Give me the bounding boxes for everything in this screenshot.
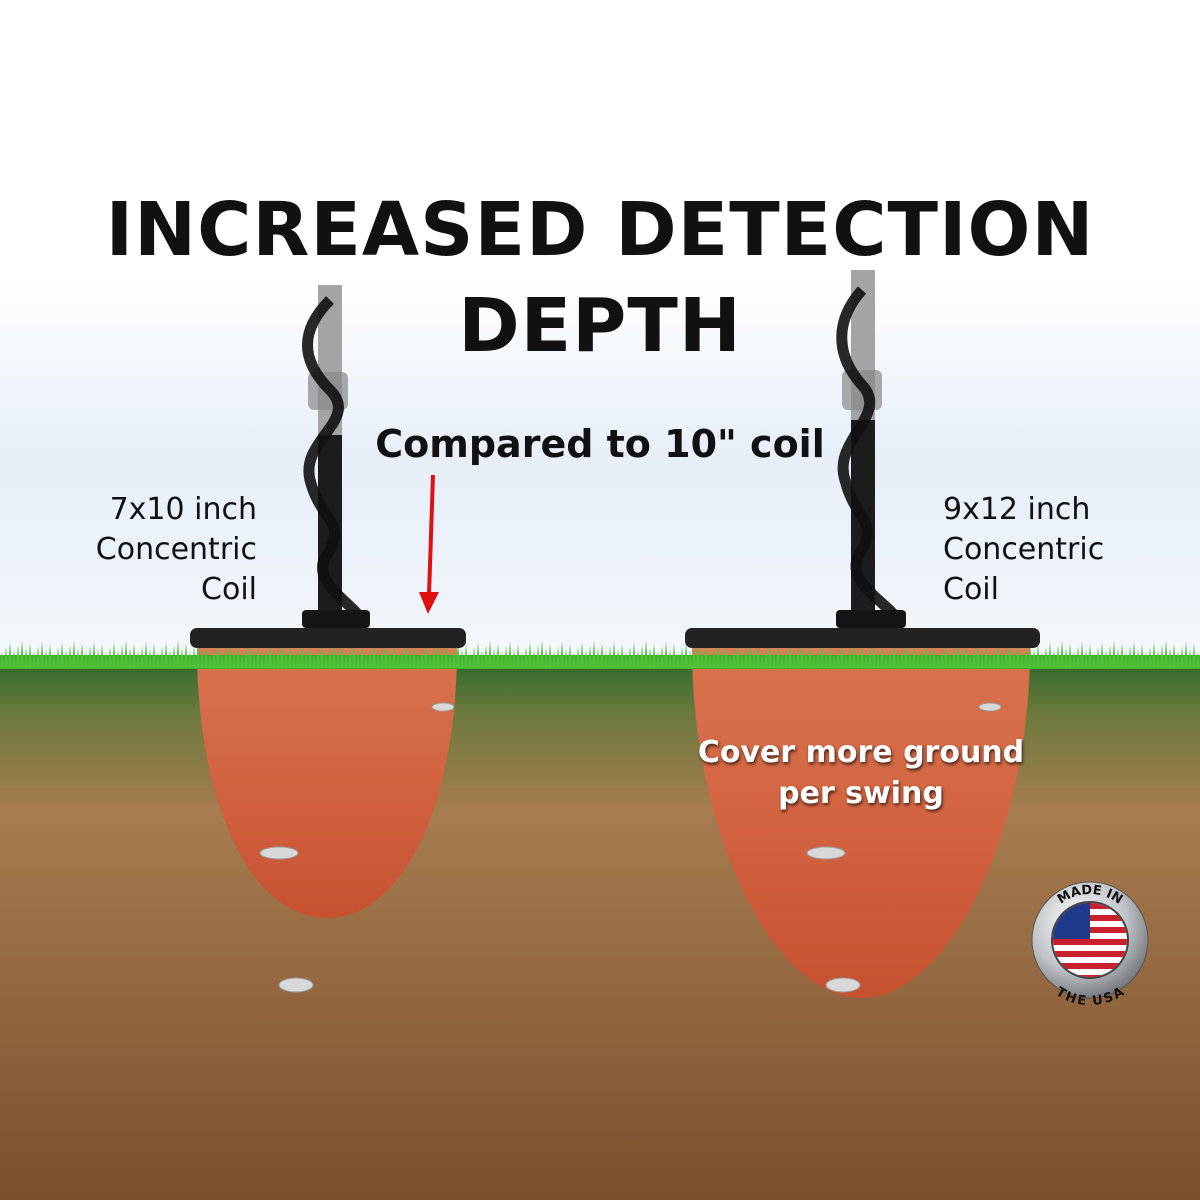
us-flag-icon [1053, 903, 1127, 977]
coin [278, 977, 314, 993]
detector-large [685, 270, 1040, 648]
right-coil-word: Coil [943, 572, 999, 607]
made-in-usa-badge: MADE IN THE USA [1031, 881, 1149, 1009]
page-title: INCREASED DETECTION DEPTH [0, 182, 1200, 374]
left-coil-size: 7x10 inch [109, 492, 257, 527]
title-line-2: DEPTH [458, 283, 742, 369]
coverage-line-1: Cover more ground [697, 735, 1025, 770]
title-line-1: INCREASED DETECTION [105, 187, 1095, 273]
right-coil-type: Concentric [943, 532, 1105, 567]
left-coil-label: 7x10 inch Concentric Coil [40, 490, 257, 610]
coin [825, 977, 861, 993]
coin [806, 846, 846, 860]
right-coil-size: 9x12 inch [943, 492, 1091, 527]
coin [259, 846, 299, 860]
coin [978, 702, 1002, 712]
left-coil-type: Concentric [95, 532, 257, 567]
coverage-line-2: per swing [778, 776, 944, 811]
sky [0, 0, 1200, 660]
grass [0, 640, 1200, 669]
comparison-label: Compared to 10" coil [375, 422, 825, 466]
coverage-label: Cover more ground per swing [661, 732, 1061, 814]
left-coil-word: Coil [201, 572, 257, 607]
coin [431, 702, 455, 712]
detection-field-large [692, 648, 1030, 998]
red-arrow-icon [419, 474, 439, 614]
right-coil-label: 9x12 inch Concentric Coil [943, 490, 1193, 610]
detector-small [190, 285, 466, 648]
